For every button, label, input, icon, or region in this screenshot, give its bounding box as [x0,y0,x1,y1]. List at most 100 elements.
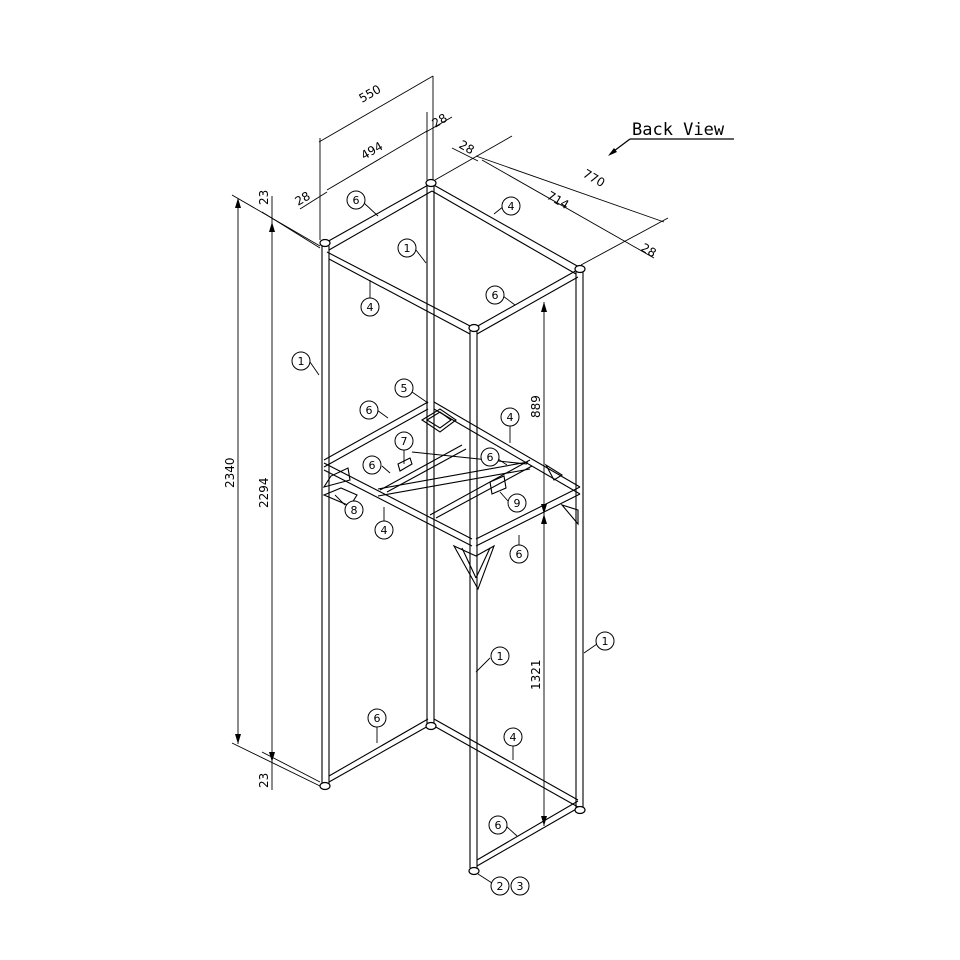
foot-left [319,781,331,791]
balloon-number: 6 [374,712,381,725]
dim-23-top: 23 [257,190,271,205]
part-balloon-b5: 6 [485,285,505,305]
part-balloon-b21: 6 [488,815,508,835]
dim-550: 550 [357,82,384,106]
part-balloon-b13: 9 [507,493,527,513]
dim-2294: 2294 [257,477,271,508]
dimension-text: 550 494 28 28 770 714 28 28 2340 2294 23… [223,82,659,788]
balloon-circle [501,196,521,216]
balloon-number: 1 [404,242,411,255]
balloon-number: 1 [298,355,305,368]
dim-23-bottom: 23 [257,773,271,788]
part-balloon-b19: 6 [367,708,387,728]
connector-7 [397,457,413,472]
balloon-number: 6 [492,289,499,302]
balloon-circle [291,351,311,371]
bottom-rail-back [433,718,579,808]
back-view-label: Back View [632,120,725,140]
part-balloon-b15: 4 [374,520,394,540]
dim-28-near: 28 [457,137,477,157]
aluminum-frame [321,183,584,868]
balloon-number: 5 [401,382,408,395]
cap-top-front [468,323,480,333]
balloon-circle [344,500,364,520]
part-balloon-b8: 6 [359,400,379,420]
shelf-rail-front-left [323,462,473,547]
part-balloon-b16: 6 [509,544,529,564]
end-caps [319,178,586,876]
balloon-circle [397,238,417,258]
balloon-number: 6 [366,404,373,417]
dim-28-top-right: 28 [430,111,450,131]
post-front [469,331,478,868]
balloon-number: 6 [516,548,523,561]
foot-back [425,721,437,731]
balloon-number: 4 [367,301,374,314]
balloon-number: 8 [351,504,358,517]
gusset-front [452,544,496,591]
balloon-circle [394,431,414,451]
balloon-number: 4 [507,411,514,424]
balloon-circle [360,297,380,317]
shelf-crossbar-2 [379,444,467,493]
balloon-number: 4 [381,524,388,537]
gusset-left [322,467,358,507]
part-balloon-b20: 4 [503,727,523,747]
balloon-number: 4 [508,200,515,213]
cap-top-right [574,264,586,274]
foot-right [574,805,586,815]
part-balloons [309,202,598,884]
balloon-circle [374,520,394,540]
balloon-number: 3 [517,880,524,893]
balloon-circle [485,285,505,305]
top-rail-back [431,183,580,275]
balloon-number: 6 [487,451,494,464]
part-balloon-b18: 1 [595,631,615,651]
dim-1321: 1321 [529,659,543,690]
balloon-number: 2 [497,880,504,893]
part-balloon-b3: 1 [397,238,417,258]
dim-28-top-left: 28 [293,189,313,209]
part-balloon-b6: 1 [291,351,311,371]
balloon-circle [507,493,527,513]
balloon-number: 9 [514,497,521,510]
shelf-crossbar-4 [411,451,528,465]
balloon-circle [488,815,508,835]
dimension-lines [231,75,669,826]
balloon-circle [509,544,529,564]
cap-top-left [319,238,331,248]
shelf-rail-front-right [475,486,581,547]
part-balloon-b23: 3 [510,876,530,896]
balloon-number: 1 [602,635,609,648]
balloon-circle [490,646,510,666]
bottom-rail-front [476,800,579,867]
shelf-rail-back [433,401,581,495]
cap-top-back [425,178,437,188]
foot-front [468,866,480,876]
part-balloon-b4: 4 [360,297,380,317]
balloon-number: 6 [353,194,360,207]
balloon-circle [367,708,387,728]
balloon-number: 4 [510,731,517,744]
post-right [575,272,584,808]
dim-2340: 2340 [223,457,237,488]
part-balloon-b22: 2 [490,876,510,896]
bottom-rail-left [328,718,431,783]
balloon-circle [346,190,366,210]
balloon-number: 6 [495,819,502,832]
view-arrowhead [608,148,617,156]
shelf-rail-left [323,401,429,468]
top-rail-front-right [475,268,580,335]
balloon-circle [490,876,510,896]
part-balloon-b2: 4 [501,196,521,216]
balloon-number: 1 [497,650,504,663]
part-balloon-b9: 4 [500,407,520,427]
balloon-circle [394,378,414,398]
balloon-circle [500,407,520,427]
balloon-number: 7 [401,435,408,448]
dim-889: 889 [529,395,543,418]
shelf-crossbar-3 [429,459,533,519]
part-balloon-b7: 5 [394,378,414,398]
post-back-center [426,186,435,724]
